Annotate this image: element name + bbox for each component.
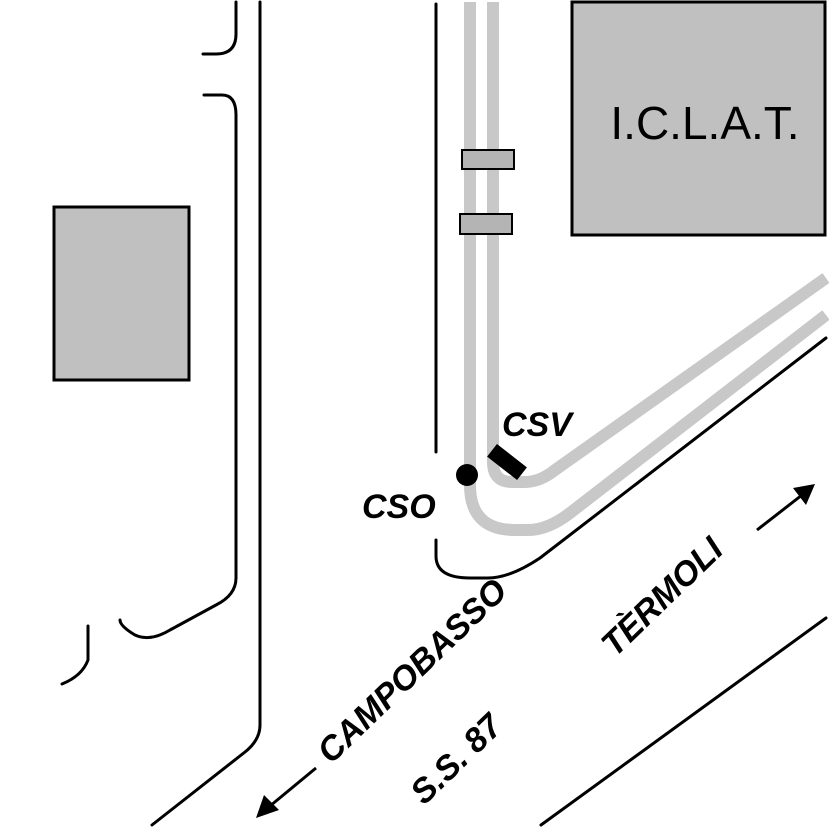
arrow-right-up-icon: [756, 484, 815, 532]
station-label-csv: CSV: [502, 406, 575, 444]
building-left: [52, 205, 191, 382]
main-road-edge: [539, 616, 828, 827]
road-edge-long: [150, 0, 262, 827]
station-label-cso: CSO: [362, 488, 436, 526]
direction-label-termoli: TÈRMOLI: [594, 529, 732, 664]
rail-buffer-upper: [461, 149, 515, 170]
rail-outer: [464, 2, 829, 536]
rail-buffer-lower: [459, 213, 513, 235]
rail-inner: [487, 2, 829, 488]
road-edge-left-bottom: [60, 624, 90, 686]
arrow-left-down-icon: [256, 766, 317, 818]
building-iclat: [570, 0, 827, 237]
road-edge-left-top: [201, 0, 238, 56]
road-edge-left-mid: [118, 93, 238, 640]
station-dot-icon: [456, 464, 478, 486]
building-iclat-label: I.C.L.A.T.: [610, 97, 799, 149]
access-road-curve: [434, 336, 828, 580]
road-name-label: S.S. 87: [403, 706, 511, 812]
station-block-icon: [487, 443, 527, 481]
